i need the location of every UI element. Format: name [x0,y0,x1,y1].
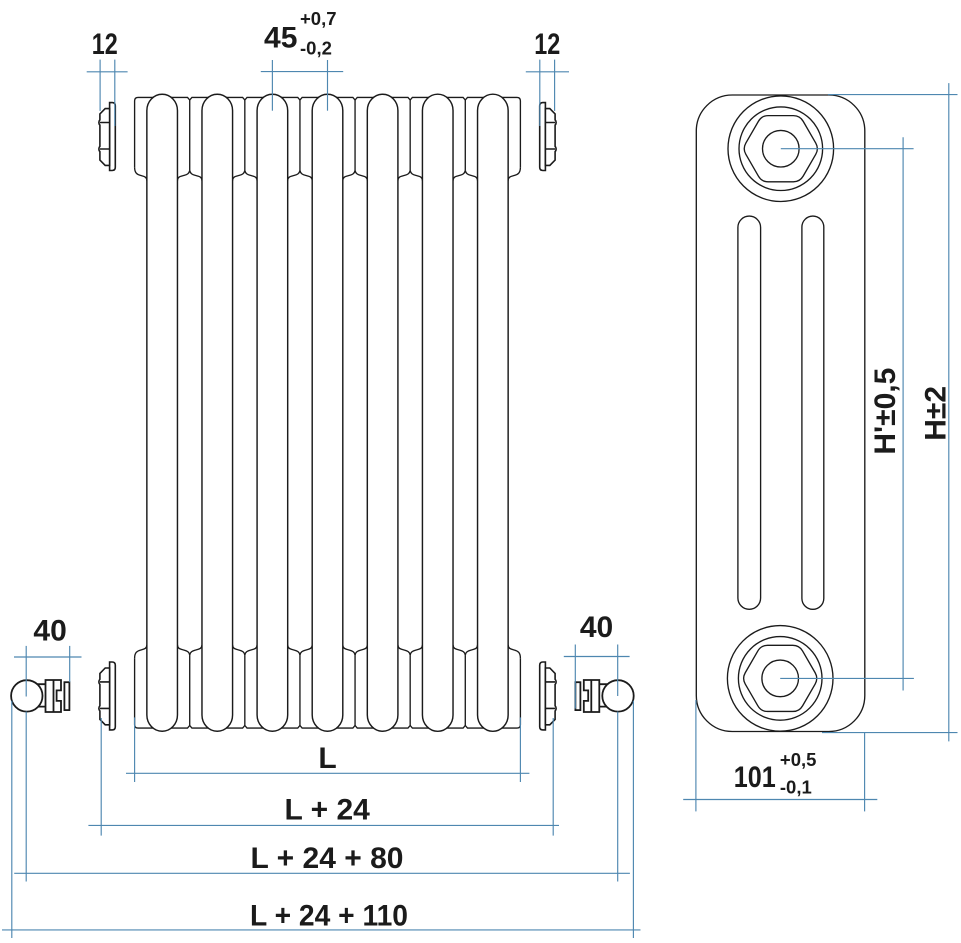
svg-text:45: 45 [264,22,297,55]
svg-text:40: 40 [580,611,613,644]
svg-text:40: 40 [33,614,66,647]
svg-text:H±2: H±2 [920,386,953,441]
svg-text:12: 12 [92,28,118,61]
svg-text:+0,5: +0,5 [780,749,817,770]
svg-text:L + 24 + 80: L + 24 + 80 [251,842,404,875]
svg-text:-0,1: -0,1 [780,776,812,797]
svg-text:12: 12 [534,28,560,61]
svg-text:L + 24: L + 24 [285,794,371,827]
svg-text:L: L [318,742,336,775]
svg-text:+0,7: +0,7 [300,8,337,29]
svg-text:101: 101 [734,761,776,794]
svg-text:H'±0,5: H'±0,5 [869,368,902,455]
svg-text:L + 24 + 110: L + 24 + 110 [250,899,408,932]
svg-text:-0,2: -0,2 [300,38,332,59]
